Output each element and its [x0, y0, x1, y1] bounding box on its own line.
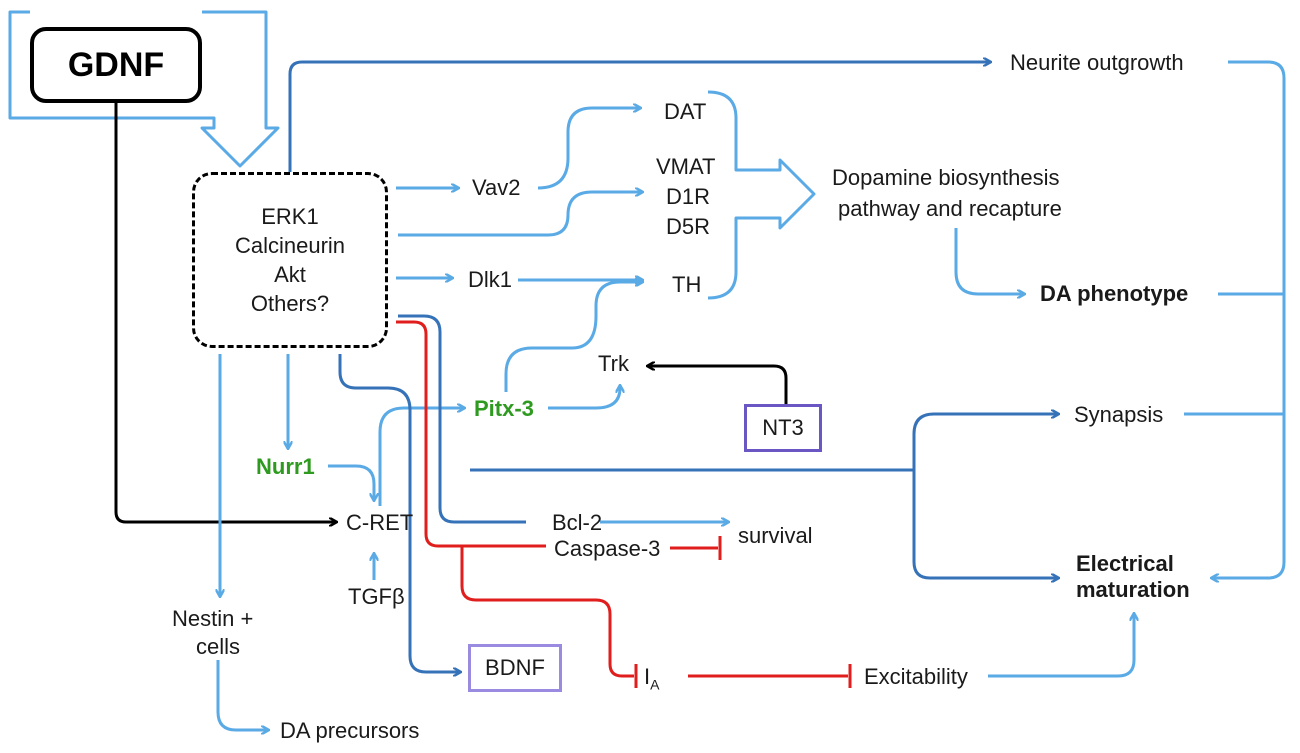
- kinase-inhibit-caspase-ia: [396, 320, 546, 548]
- gdnf-label: GDNF: [67, 45, 165, 84]
- nestin-to-precursors: [216, 660, 268, 730]
- bdnf-node: BDNF: [468, 644, 562, 692]
- cret-to-pitx3: [378, 408, 464, 506]
- gdnf-to-cret: [114, 103, 336, 522]
- excitability-to-electrical: [988, 614, 1134, 678]
- kinase-erk1: ERK1: [261, 204, 319, 229]
- neurite-to-electrical: [1212, 60, 1286, 578]
- dopamine-to-phenotype: [954, 228, 1024, 294]
- bcl2-node: Bcl-2: [552, 510, 603, 535]
- branch-to-synapsis: [912, 414, 1058, 470]
- vmat-node: VMAT: [656, 154, 716, 179]
- excitability-node: Excitability: [864, 664, 968, 689]
- ia-subscript: A: [650, 676, 660, 693]
- cret-node: C-RET: [346, 510, 414, 535]
- kinase-akt: Akt: [274, 262, 306, 287]
- vav2-to-dat: [537, 108, 640, 190]
- kinase-to-vmat: [398, 192, 642, 237]
- bracket-to-dopamine: [707, 90, 816, 300]
- caspase3-node: Caspase-3: [554, 536, 661, 561]
- nt3-label: NT3: [762, 415, 804, 440]
- da-phenotype-node: DA phenotype: [1040, 281, 1189, 306]
- electrical-line2: maturation: [1076, 577, 1190, 602]
- neurite-outgrowth-node: Neurite outgrowth: [1010, 50, 1184, 75]
- vav2-node: Vav2: [472, 175, 521, 200]
- synapsis-node: Synapsis: [1074, 402, 1164, 427]
- pitx3-node: Pitx-3: [474, 396, 534, 421]
- gdnf-node: GDNF: [30, 27, 202, 103]
- kinase-to-bdnf: [338, 354, 460, 672]
- gdnf-loop-arrow: [8, 10, 280, 168]
- kinase-to-bcl2: [398, 314, 526, 524]
- survival-node: survival: [738, 523, 813, 548]
- kinase-to-neurite: [288, 62, 990, 172]
- kinase-others: Others?: [250, 291, 330, 316]
- nurr1-to-cret: [328, 464, 374, 500]
- trk-node: Trk: [598, 351, 629, 376]
- ia-main: I: [644, 664, 651, 689]
- kinase-node: ERK1 Calcineurin Akt Others?: [192, 172, 388, 348]
- bdnf-label: BDNF: [485, 655, 545, 680]
- branch-to-electrical: [912, 470, 1058, 578]
- caspase-branch-to-ia: [460, 546, 634, 678]
- da-precursors-node: DA precursors: [280, 718, 420, 743]
- d1r-node: D1R: [666, 184, 711, 209]
- kinase-calcineurin: Calcineurin: [234, 233, 346, 258]
- dlk1-node: Dlk1: [468, 267, 513, 292]
- pitx3-to-th: [504, 282, 642, 392]
- tgfb-node: TGFβ: [348, 584, 405, 609]
- ia-node: IA: [644, 664, 659, 697]
- nt3-node: NT3: [744, 404, 822, 452]
- nurr1-node: Nurr1: [256, 454, 315, 479]
- dopamine-line1: Dopamine biosynthesis: [832, 165, 1060, 190]
- nt3-to-trk: [648, 366, 788, 404]
- th-node: TH: [672, 272, 702, 297]
- pitx3-to-trk: [548, 386, 620, 410]
- nestin-line2: cells: [196, 634, 241, 659]
- d5r-node: D5R: [666, 214, 711, 239]
- nestin-line1: Nestin +: [172, 606, 254, 631]
- dat-node: DAT: [664, 99, 707, 124]
- electrical-line1: Electrical: [1076, 551, 1174, 576]
- dopamine-line2: pathway and recapture: [838, 196, 1062, 221]
